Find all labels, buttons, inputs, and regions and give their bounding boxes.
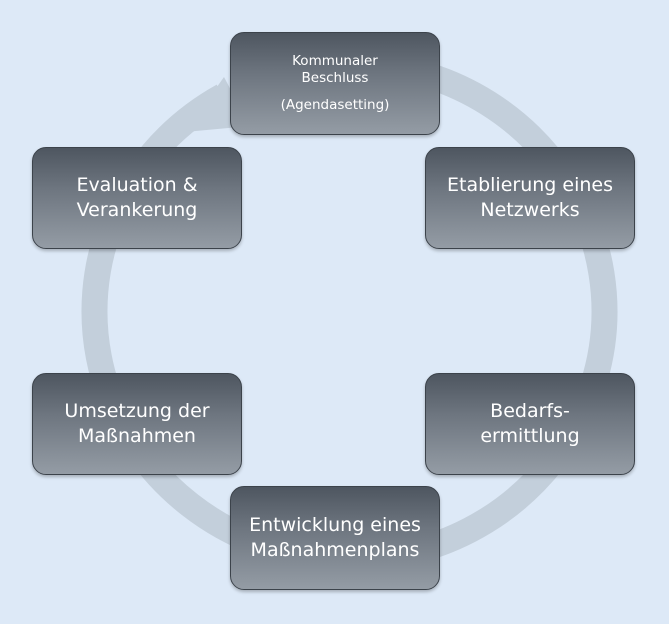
step-label-line: Beschluss: [301, 70, 369, 87]
step-umsetzung: Umsetzung der Maßnahmen: [32, 373, 242, 475]
step-label-line: (Agendasetting): [280, 96, 390, 113]
step-bedarfsermittlung: Bedarfs- ermittlung: [425, 373, 635, 475]
step-etablierung-netzwerk: Etablierung eines Netzwerks: [425, 147, 635, 249]
step-label-line: Evaluation &: [76, 174, 198, 197]
step-label-line: Netzwerks: [480, 199, 580, 221]
step-label-line: Maßnahmen: [78, 425, 196, 447]
step-label-line: Entwicklung eines: [249, 514, 421, 537]
step-label-line: Verankerung: [76, 199, 198, 221]
step-label-line: ermittlung: [480, 425, 580, 447]
step-label-line: Etablierung eines: [447, 174, 613, 197]
step-label-line: Kommunaler: [292, 52, 378, 69]
step-kommunaler-beschluss: Kommunaler Beschluss (Agendasetting): [230, 32, 440, 135]
cycle-ring-arc: [81, 50, 618, 573]
step-massnahmenplan: Entwicklung eines Maßnahmenplans: [230, 486, 440, 590]
step-label-line: Umsetzung der: [64, 400, 210, 423]
step-label-line: Bedarfs-: [490, 400, 570, 423]
step-evaluation: Evaluation & Verankerung: [32, 147, 242, 249]
step-label-line: Maßnahmenplans: [250, 539, 420, 561]
